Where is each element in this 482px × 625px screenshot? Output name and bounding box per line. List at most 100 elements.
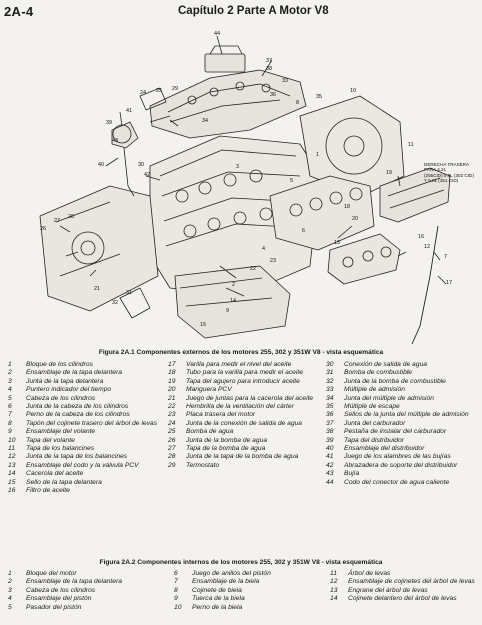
diagram-callout: 15 [200,322,206,328]
side-note-line: PARA 4.2L [424,167,447,173]
diagram-callout: 24 [140,90,146,96]
side-note-line: DERECHA TRASERA [424,162,470,167]
diagram-callout: 2 [232,282,235,288]
diagram-callout: 20 [352,216,358,222]
engine-exploded-diagram: 44 37 38 33 36 24 25 29 34 8 35 39 41 43… [0,26,482,344]
diagram-callout: 6 [302,228,305,234]
diagram-callout: 7 [444,254,447,260]
diagram-callout: 43 [112,138,118,144]
diagram-callout: 40 [98,162,104,168]
side-note-line: Y 5.8L (351 CID) [424,178,459,184]
diagram-callout: 22 [250,266,256,272]
diagram-callout: 14 [230,298,236,304]
diagram-callout: 27 [54,218,60,224]
diagram-callout: 3 [236,164,239,170]
diagram-callout: 36 [270,92,276,98]
diagram-callout: 23 [270,258,276,264]
page-header: 2A-4 Capítulo 2 Parte A Motor V8 [0,0,482,24]
diagram-callout: 12 [424,244,430,250]
diagram-callout: 8 [296,100,299,106]
diagram-callout: 11 [408,142,414,148]
diagram-callout: 33 [282,78,288,84]
diagram-callout: 37 [266,58,272,64]
diagram-callout: 9 [226,308,229,314]
diagram-callout: 16 [418,234,424,240]
diagram-callout: 25 [156,88,162,94]
diagram-callout: 19 [386,170,392,176]
figure-2-caption: Figura 2A.2 Componentes internos de los … [99,559,383,566]
diagram-callout: 17 [446,280,452,286]
diagram-callout: 38 [266,66,272,72]
side-note-line: (255CID) 5.0L (302 CID) [424,172,474,178]
diagram-callout: 26 [40,226,46,232]
diagram-callout: 21 [94,286,100,292]
diagram-callout: 44 [214,31,220,37]
diagram-callout: 18 [344,204,350,210]
diagram-callout: 28 [68,214,74,220]
diagram-callout: 32 [112,300,118,306]
diagram-side-note: DERECHA TRASERA PARA 4.2L (255CID) 5.0L … [424,162,480,184]
page-number: 2A-4 [4,4,34,19]
engine-exploded-drawing: 44 37 38 33 36 24 25 29 34 8 35 39 41 43… [39,31,452,344]
diagram-callout: 42 [144,172,150,178]
diagram-callout: 34 [202,118,208,124]
chapter-title: Capítulo 2 Parte A Motor V8 [178,5,329,17]
diagram-callout: 41 [126,108,132,114]
figure-1-caption: Figura 2A.1 Componentes externos de los … [98,349,384,356]
diagram-callout: 10 [350,88,356,94]
diagram-callout: 5 [290,178,293,184]
